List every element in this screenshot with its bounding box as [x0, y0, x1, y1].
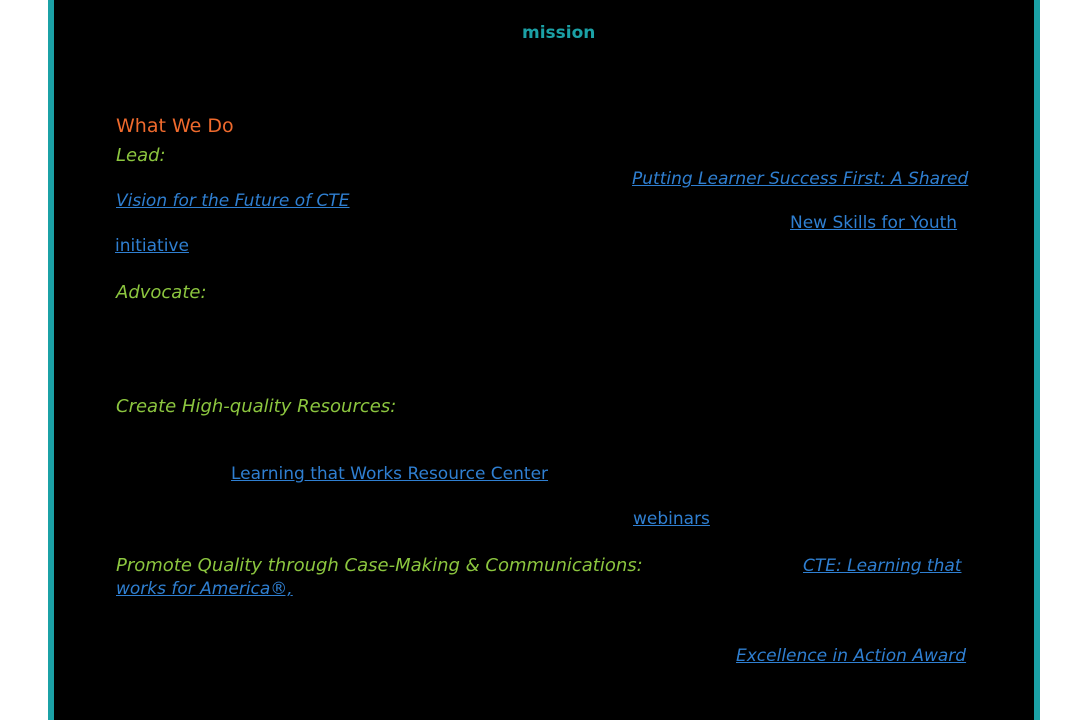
section-heading-what-we-do: What We Do: [116, 115, 234, 137]
link-webinars[interactable]: webinars: [633, 509, 710, 529]
subheading-create-resources: Create High-quality Resources:: [116, 396, 397, 417]
subheading-advocate: Advocate:: [116, 282, 207, 303]
link-new-skills-for-youth-1[interactable]: New Skills for Youth: [790, 213, 958, 233]
content-frame: [48, 0, 1040, 720]
link-learning-that-works-resource-center[interactable]: Learning that Works Resource Center: [231, 464, 549, 484]
link-putting-learner-success-first-2[interactable]: Vision for the Future of CTE: [116, 191, 350, 211]
mission-link[interactable]: mission: [522, 23, 596, 43]
link-cte-learning-that-works-1[interactable]: CTE: Learning that: [803, 556, 962, 576]
link-putting-learner-success-first-1[interactable]: Putting Learner Success First: A Shared: [632, 169, 969, 189]
link-cte-learning-that-works-2[interactable]: works for America®,: [116, 579, 293, 599]
link-new-skills-for-youth-2[interactable]: initiative: [115, 236, 189, 256]
link-excellence-in-action-award[interactable]: Excellence in Action Award: [736, 646, 967, 666]
subheading-lead: Lead:: [116, 145, 166, 166]
subheading-promote-quality: Promote Quality through Case-Making & Co…: [116, 555, 643, 576]
